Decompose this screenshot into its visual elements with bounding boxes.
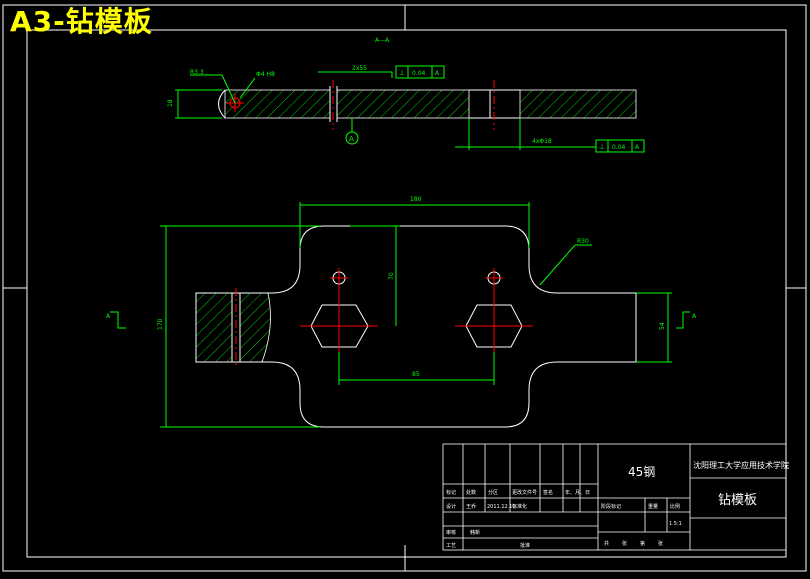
section-label: A—A [375,37,390,44]
svg-text:韩新: 韩新 [470,529,480,536]
svg-text:标准化: 标准化 [512,503,527,510]
dim-spacing: 85 [412,371,420,378]
svg-text:设计: 设计 [446,503,456,510]
svg-text:分区: 分区 [488,489,498,496]
dim-height: 18 [167,99,174,107]
svg-text:⊥: ⊥ [599,143,605,151]
svg-text:0.04: 0.04 [612,144,626,151]
svg-text:张: 张 [658,540,663,547]
svg-text:A: A [635,144,640,151]
svg-text:A: A [435,70,440,77]
svg-text:2011.12.10: 2011.12.10 [487,504,516,510]
dim-tab: 54 [659,322,666,330]
dim-total-height: 170 [157,318,164,330]
svg-text:标记: 标记 [446,489,456,496]
scale-value: 1.5:1 [669,521,682,527]
dim-width: 2x55 [352,65,367,72]
dim-holes-bottom: 4xΦ18 [532,138,552,145]
svg-text:年、月、日: 年、月、日 [565,489,590,496]
svg-text:⊥: ⊥ [399,69,405,77]
part-name: 钻模板 [718,493,757,508]
side-view: R3.3 Φ4 H8 18 2x55 A A—A 4xΦ18 ⊥ 0.04 A … [167,37,645,153]
svg-text:处数: 处数 [466,489,476,496]
svg-text:批准: 批准 [520,542,530,549]
dim-length: 180 [410,196,422,203]
datum-label: A [349,135,354,143]
svg-text:阶段标记: 阶段标记 [601,503,621,510]
section-marker-left: A [106,313,111,320]
svg-text:签名: 签名 [543,489,553,496]
svg-text:比例: 比例 [670,503,680,510]
dim-radius: R30 [577,238,589,245]
svg-text:0.04: 0.04 [412,70,426,77]
svg-text:第: 第 [640,540,645,547]
svg-text:共: 共 [604,540,609,547]
dim-chamfer: R3.3 [190,69,204,76]
dim-hole: Φ4 H8 [256,71,275,78]
material-label: 45钢 [628,465,655,479]
top-view: 180 R30 70 85 170 54 A A [106,196,697,428]
outer-frame [2,4,807,572]
svg-text:工艺: 工艺 [446,543,456,549]
school-name: 沈阳理工大学应用技术学院 [693,460,789,470]
dim-vertical: 70 [388,272,395,280]
svg-text:审核: 审核 [446,529,456,536]
svg-text:王乔: 王乔 [466,503,476,510]
svg-text:更改文件号: 更改文件号 [512,489,537,496]
title-block: 45钢 沈阳理工大学应用技术学院 钻模板 标记 处数 分区 更改文件号 签名 年… [442,443,789,551]
svg-text:张: 张 [622,540,627,547]
section-marker-right: A [692,313,697,320]
svg-text:重量: 重量 [648,503,658,510]
tolerance-frame-bottom: ⊥ 0.04 A [595,139,645,153]
sheet-title: A3-钻模板 [10,5,153,38]
tolerance-frame-top: ⊥ 0.04 A [395,65,445,79]
